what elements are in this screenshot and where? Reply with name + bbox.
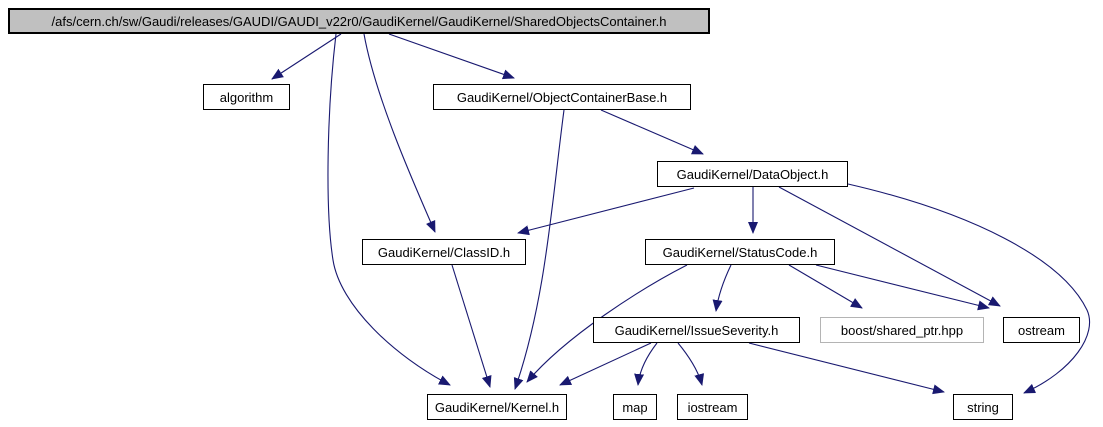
edge-dataobject-to-classid xyxy=(517,187,695,236)
edge-issueseverity-to-kernel xyxy=(559,342,652,386)
node-data-object[interactable]: GaudiKernel/DataObject.h xyxy=(657,161,848,187)
node-shared-objects-container[interactable]: /afs/cern.ch/sw/Gaudi/releases/GAUDI/GAU… xyxy=(8,8,710,34)
node-algorithm[interactable]: algorithm xyxy=(203,84,290,110)
node-kernel[interactable]: GaudiKernel/Kernel.h xyxy=(427,394,567,420)
edge-issueseverity-to-map xyxy=(634,342,658,386)
edge-statuscode-to-boostsharedptr xyxy=(788,264,863,309)
edge-statuscode-to-issueseverity xyxy=(712,264,732,312)
edge-dataobject-to-ostream xyxy=(778,186,1001,307)
node-map[interactable]: map xyxy=(613,394,657,420)
edge-dataobject-to-string xyxy=(847,183,1091,394)
edge-root-to-algorithm xyxy=(271,33,342,80)
node-string[interactable]: string xyxy=(953,394,1013,420)
edge-issueseverity-to-iostream xyxy=(677,342,705,386)
edge-classid-to-kernel xyxy=(451,264,492,388)
edge-root-to-objectcontainerbase xyxy=(388,33,515,80)
node-object-container-base[interactable]: GaudiKernel/ObjectContainerBase.h xyxy=(433,84,691,110)
node-iostream[interactable]: iostream xyxy=(677,394,748,420)
node-status-code[interactable]: GaudiKernel/StatusCode.h xyxy=(645,239,835,265)
edge-root-to-kernel xyxy=(327,33,451,386)
edge-root-to-classid xyxy=(363,33,436,233)
edge-statuscode-to-ostream xyxy=(815,264,990,311)
edge-statuscode-to-kernel xyxy=(526,264,688,383)
node-class-id[interactable]: GaudiKernel/ClassID.h xyxy=(362,239,526,265)
node-ostream[interactable]: ostream xyxy=(1003,317,1080,343)
node-boost-shared-ptr[interactable]: boost/shared_ptr.hpp xyxy=(820,317,984,343)
node-issue-severity[interactable]: GaudiKernel/IssueSeverity.h xyxy=(593,317,800,343)
edge-issueseverity-to-string xyxy=(748,342,945,395)
edge-objectcontainerbase-to-kernel xyxy=(513,109,565,390)
edge-objectcontainerbase-to-dataobject xyxy=(600,109,704,155)
